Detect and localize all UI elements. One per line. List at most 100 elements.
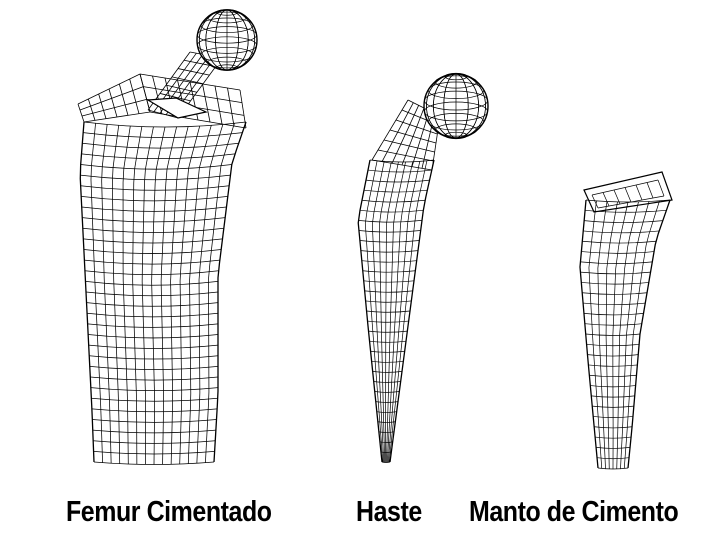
- grid-line: [657, 179, 665, 197]
- mesh-line: [379, 161, 392, 463]
- mesh-ring: [365, 300, 412, 303]
- manto-shell: [579, 199, 671, 470]
- mesh-ring: [357, 220, 423, 223]
- mesh-line: [357, 159, 383, 463]
- mesh-ring: [374, 391, 400, 393]
- mesh-line: [616, 201, 639, 469]
- mesh-line: [388, 160, 428, 463]
- mesh-line: [90, 123, 103, 463]
- mesh-line: [387, 161, 421, 463]
- mesh-ring: [377, 421, 396, 423]
- grid-line: [129, 78, 140, 114]
- mesh-line: [620, 201, 650, 469]
- grid-line: [143, 86, 243, 104]
- caption-haste: Haste: [356, 496, 422, 528]
- mesh-ring: [368, 330, 408, 333]
- mesh-ring: [363, 280, 415, 283]
- mesh-ring: [362, 270, 416, 273]
- mesh-ring: [363, 189, 428, 193]
- mesh-line: [187, 125, 212, 464]
- grid-line: [81, 98, 147, 117]
- mesh-line: [205, 123, 235, 463]
- mesh-line: [151, 126, 166, 465]
- grid-line: [591, 179, 659, 196]
- mesh-line: [386, 161, 406, 463]
- haste-mesh: [357, 72, 489, 463]
- mesh-ring: [372, 371, 403, 373]
- mesh-line: [605, 201, 618, 469]
- mesh-line: [364, 160, 384, 463]
- femur-shaft: [79, 121, 247, 465]
- mesh-line: [371, 161, 385, 463]
- mesh-ring: [369, 340, 407, 343]
- mesh-ring: [359, 240, 420, 243]
- grid-line: [202, 83, 211, 123]
- grid-line: [646, 182, 654, 199]
- mesh-line: [385, 161, 399, 463]
- mesh-ring: [364, 290, 413, 293]
- grid-line: [87, 98, 96, 121]
- mesh-line: [111, 125, 121, 464]
- grid-line: [395, 119, 438, 135]
- mesh-ring: [83, 121, 247, 128]
- mesh-line: [160, 126, 177, 465]
- mesh-line: [627, 199, 671, 469]
- mesh-line: [122, 126, 131, 465]
- grid-line: [383, 139, 435, 153]
- grid-line: [227, 87, 235, 127]
- mesh-ring: [370, 350, 405, 353]
- mesh-line: [623, 200, 660, 469]
- grid-line: [98, 93, 107, 119]
- mesh-ring: [367, 320, 409, 323]
- grid-line: [159, 93, 191, 102]
- mesh-ring: [375, 401, 399, 403]
- mesh-ring: [367, 169, 432, 173]
- mesh-ring: [361, 260, 417, 263]
- head-lat: [207, 11, 247, 24]
- mesh-ring: [360, 250, 419, 253]
- grid-line: [371, 159, 433, 171]
- femur-stem-top: [146, 97, 208, 119]
- mesh-line: [170, 126, 189, 465]
- mesh-ring: [378, 431, 395, 433]
- mesh-line: [386, 161, 414, 463]
- mesh-ring: [365, 179, 430, 183]
- grid-line: [602, 192, 610, 207]
- grid-line: [624, 187, 632, 203]
- mesh-ring: [369, 159, 435, 163]
- mesh-line: [579, 199, 599, 469]
- mesh-line: [79, 121, 95, 463]
- manto-de-cimento-mesh: [579, 171, 673, 470]
- mesh-ring: [373, 381, 401, 383]
- femur-cimentado-mesh: [77, 9, 258, 465]
- mesh-ring: [380, 451, 392, 453]
- mesh-line: [389, 159, 435, 463]
- mesh-ring: [379, 441, 393, 443]
- grid-line: [77, 73, 141, 105]
- mesh-ring: [361, 199, 426, 203]
- mesh-line: [588, 200, 603, 469]
- head-lon: [426, 73, 486, 139]
- caption-femur-cimentado: Femur Cimentado: [66, 496, 272, 528]
- grid-line: [139, 73, 241, 91]
- grid-line: [139, 73, 151, 113]
- grid-line: [377, 149, 434, 162]
- grid-line: [171, 76, 204, 85]
- grid-line: [79, 86, 144, 111]
- head-lon: [198, 9, 256, 71]
- mesh-line: [612, 201, 629, 470]
- grid-line: [149, 111, 247, 129]
- mesh-ring: [371, 360, 404, 363]
- grid-line: [177, 68, 210, 76]
- mesh-line: [132, 126, 143, 465]
- grid-line: [83, 111, 151, 123]
- grid-line: [591, 194, 599, 209]
- head-lat: [207, 56, 247, 69]
- grid-line: [152, 75, 163, 115]
- mesh-line: [141, 126, 154, 465]
- mesh-line: [213, 121, 247, 463]
- grid-line: [118, 83, 129, 116]
- grid-line: [389, 129, 437, 144]
- haste-head: [423, 72, 489, 140]
